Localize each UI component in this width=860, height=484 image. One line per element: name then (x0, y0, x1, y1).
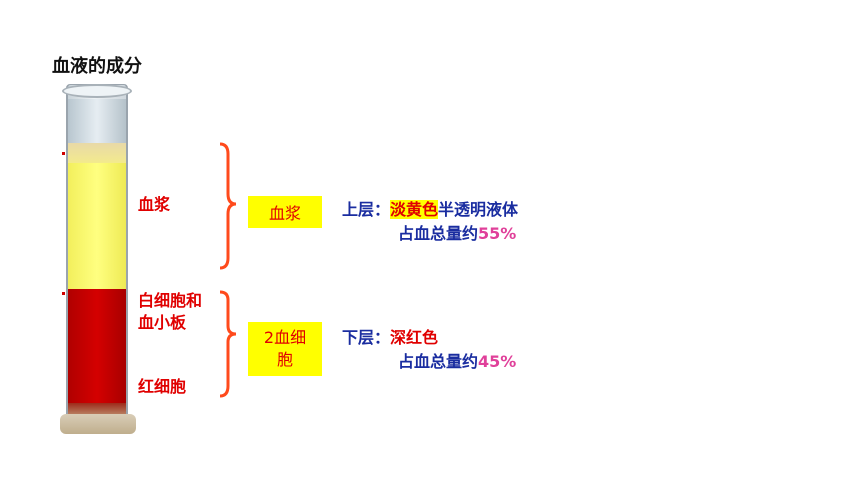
blood-cells-box-line1: 2血细 (263, 328, 307, 347)
cylinder-tick-mark (62, 152, 65, 155)
wbc-platelets-label-line1: 白细胞和 (138, 291, 203, 310)
upper-desc-share-value: 55% (478, 224, 517, 243)
plasma-box: 血浆 (248, 196, 322, 228)
cylinder-rim (62, 84, 132, 98)
upper-desc-share-text: 占血总量约 (398, 224, 479, 243)
blood-cells-box-line2: 胞 (276, 350, 293, 369)
rbc-label: 红细胞 (138, 377, 187, 396)
lower-layer-description: 下层：深红色 占血总量约45% (342, 326, 516, 374)
cylinder-foam-layer (68, 143, 126, 165)
upper-layer-description: 上层：淡黄色半透明液体 占血总量约55% (342, 198, 518, 246)
braces (219, 142, 237, 398)
cylinder-glass (66, 84, 128, 420)
lower-desc-share-value: 45% (478, 352, 517, 371)
upper-desc-line2: 占血总量约55% (342, 222, 518, 246)
graduated-cylinder-illustration (60, 84, 136, 436)
wbc-platelets-label: 白细胞和 血小板 (138, 290, 202, 334)
lower-brace (219, 290, 237, 398)
lower-desc-prefix: 下层： (342, 328, 391, 347)
lower-desc-line1: 下层：深红色 (342, 326, 516, 350)
upper-desc-line1: 上层：淡黄色半透明液体 (342, 198, 518, 222)
lower-desc-color: 深红色 (390, 328, 439, 347)
cylinder-base (60, 414, 136, 434)
plasma-layer (68, 163, 126, 289)
upper-desc-rest: 半透明液体 (438, 200, 519, 219)
upper-desc-prefix: 上层： (342, 200, 391, 219)
blood-cells-box: 2血细 胞 (248, 322, 322, 376)
cylinder-tick-mark (62, 292, 65, 295)
red-blood-cell-layer (68, 289, 126, 407)
lower-desc-line2: 占血总量约45% (342, 350, 516, 374)
plasma-label: 血浆 (138, 195, 171, 214)
upper-desc-color: 淡黄色 (390, 200, 439, 219)
wbc-platelets-label-line2: 血小板 (138, 313, 187, 332)
slide-title: 血液的成分 (52, 56, 142, 77)
upper-brace (219, 142, 237, 270)
lower-desc-share-text: 占血总量约 (398, 352, 479, 371)
